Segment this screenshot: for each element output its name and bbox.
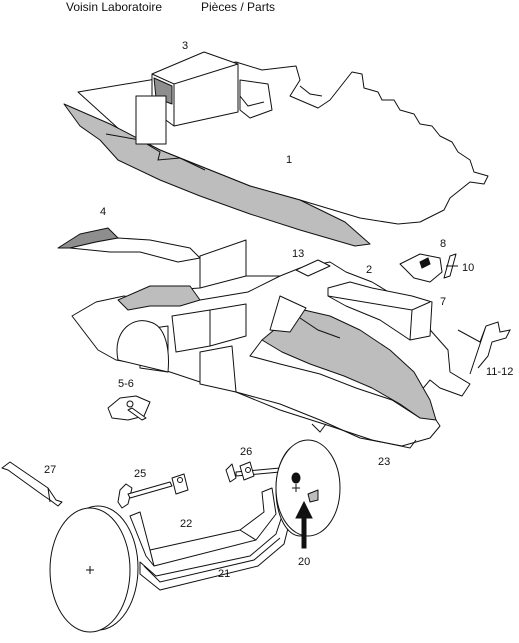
part-label: 7 <box>440 296 447 308</box>
part-label: 8 <box>440 238 447 250</box>
part-22-chassis <box>129 487 277 567</box>
part-label: 21 <box>218 568 231 580</box>
part-27-rod <box>1 461 63 507</box>
part-25-axle <box>117 473 189 509</box>
part-label: 2 <box>366 264 373 276</box>
part-13-plate <box>295 259 331 277</box>
part-11-12-wire <box>457 321 511 375</box>
part-5-6-lever <box>107 395 151 421</box>
part-label: 13 <box>292 248 305 260</box>
part-8-piece <box>399 253 443 283</box>
part-3-block <box>135 51 239 145</box>
sheet-title: Pièces / Parts <box>201 0 276 14</box>
part-label: 26 <box>240 446 253 458</box>
part-20-arrow <box>295 500 313 549</box>
brand-label: Voisin Laboratoire <box>66 0 163 14</box>
part-4-fender <box>57 227 201 263</box>
part-label: 23 <box>378 456 391 468</box>
part-label: 10 <box>462 262 475 274</box>
part-label: 3 <box>182 40 189 52</box>
part-1-upper-body <box>63 61 489 247</box>
part-10-stick <box>443 253 458 279</box>
part-label: 11-12 <box>486 366 514 378</box>
part-label: 25 <box>134 468 147 480</box>
part-label: 22 <box>180 518 193 530</box>
part-23-wheel <box>275 439 341 537</box>
part-label: 4 <box>100 206 107 218</box>
part-label: 27 <box>44 464 57 476</box>
front-wheel <box>49 505 139 633</box>
part-26-axle <box>225 461 281 483</box>
part-label: 20 <box>298 556 311 568</box>
part-label: 5-6 <box>118 378 134 390</box>
part-7-wedge <box>327 281 433 341</box>
part-label: 1 <box>286 154 293 166</box>
